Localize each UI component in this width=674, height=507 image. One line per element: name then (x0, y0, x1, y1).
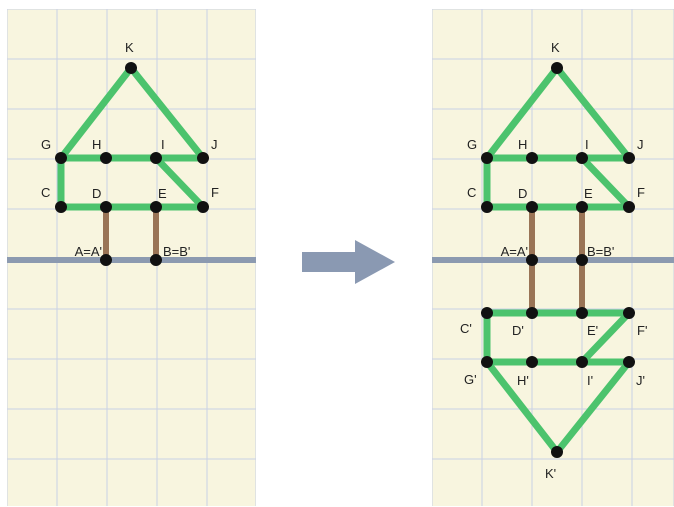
point-Kp (551, 446, 563, 458)
segment-Kp-Jp (553, 358, 633, 456)
point-label-G: G (41, 137, 51, 152)
point-C (55, 201, 67, 213)
left-labels: K G H I J C D E F A=A' B=B' (41, 40, 219, 259)
point-label-Cp: C' (460, 321, 472, 336)
point-I (150, 152, 162, 164)
point-E (576, 201, 588, 213)
point-label-C: C (467, 185, 476, 200)
point-E (150, 201, 162, 213)
point-Ep (576, 307, 588, 319)
point-A (100, 254, 112, 266)
point-Gp (481, 356, 493, 368)
point-label-E: E (584, 186, 593, 201)
point-label-Kp: K' (545, 466, 556, 481)
point-J (623, 152, 635, 164)
point-label-Jp: J' (636, 373, 645, 388)
segment-I-F (152, 154, 207, 211)
segment-Ip-Fp (578, 309, 633, 366)
point-label-H: H (92, 137, 101, 152)
segment-I-F (578, 154, 633, 211)
point-K (125, 62, 137, 74)
point-label-D: D (518, 186, 527, 201)
point-K (551, 62, 563, 74)
point-label-J: J (637, 137, 644, 152)
point-Dp (526, 307, 538, 319)
right-points (481, 62, 635, 458)
point-label-D: D (92, 186, 101, 201)
point-C (481, 201, 493, 213)
point-Jp (623, 356, 635, 368)
point-label-F: F (637, 185, 645, 200)
point-label-C: C (41, 185, 50, 200)
point-J (197, 152, 209, 164)
point-label-Ep: E' (587, 323, 598, 338)
segment-G-K (483, 64, 561, 162)
point-D (526, 201, 538, 213)
point-label-G: G (467, 137, 477, 152)
left-points (55, 62, 209, 266)
point-label-A: A=A' (501, 244, 528, 259)
point-label-B: B=B' (587, 244, 614, 259)
point-label-I: I (585, 137, 589, 152)
point-label-Dp: D' (512, 323, 524, 338)
point-label-K: K (551, 40, 560, 55)
point-F (197, 201, 209, 213)
point-label-Ip: I' (587, 373, 593, 388)
point-G (481, 152, 493, 164)
left-tree-segments (57, 64, 207, 260)
segment-G-K (57, 64, 135, 162)
point-Hp (526, 356, 538, 368)
point-label-Hp: H' (517, 373, 529, 388)
point-label-I: I (161, 137, 165, 152)
point-label-Gp: G' (464, 372, 477, 387)
point-Fp (623, 307, 635, 319)
point-label-J: J (211, 137, 218, 152)
segment-K-J (553, 64, 633, 162)
point-I (576, 152, 588, 164)
point-label-E: E (158, 186, 167, 201)
point-Ip (576, 356, 588, 368)
point-H (100, 152, 112, 164)
point-label-B: B=B' (163, 244, 190, 259)
segment-Gp-Kp (483, 358, 561, 456)
point-label-K: K (125, 40, 134, 55)
point-label-H: H (518, 137, 527, 152)
point-B (576, 254, 588, 266)
left-panel: K G H I J C D E F A=A' B=B' (7, 9, 256, 506)
point-G (55, 152, 67, 164)
point-D (100, 201, 112, 213)
point-B (150, 254, 162, 266)
point-label-Fp: F' (637, 323, 647, 338)
point-label-A: A=A' (75, 244, 102, 259)
segment-K-J (127, 64, 207, 162)
point-H (526, 152, 538, 164)
point-A (526, 254, 538, 266)
point-Cp (481, 307, 493, 319)
point-F (623, 201, 635, 213)
right-labels: K G H I J C D E F A=A' B=B' C' D' E' F' G' H' I' J' K' (460, 40, 647, 481)
point-label-F: F (211, 185, 219, 200)
right-panel: K G H I J C D E F A=A' B=B' C' D' E' F' G' H' I' J' K' (432, 9, 674, 506)
right-arrow-icon (302, 240, 395, 284)
